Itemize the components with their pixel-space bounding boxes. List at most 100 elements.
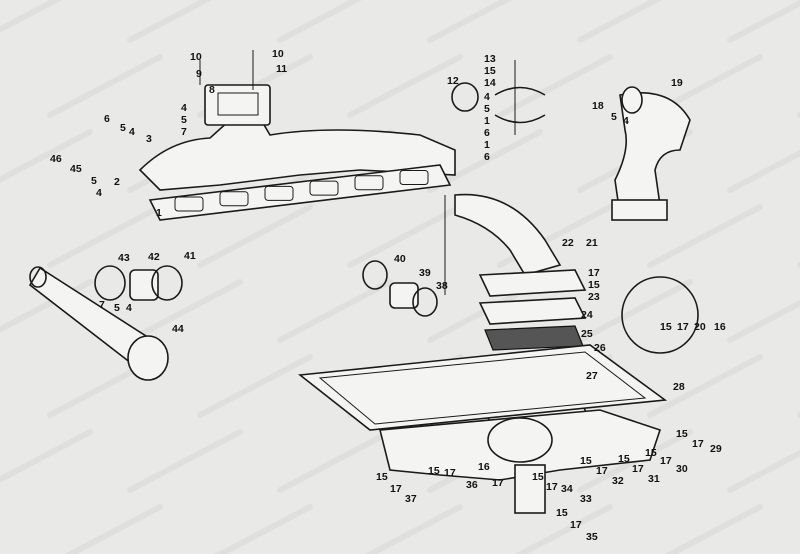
part-number-label: 40 <box>394 253 406 265</box>
watermark-stroke <box>0 429 93 483</box>
part-number-label: 4 <box>96 187 102 199</box>
part-number-label: 4 <box>126 302 132 314</box>
watermark-stroke <box>727 299 800 343</box>
part-number-label: 44 <box>172 323 184 335</box>
part-number-label: 29 <box>710 443 722 455</box>
part-number-label: 17 <box>596 465 608 477</box>
watermark-stroke <box>364 504 463 554</box>
part-number-label: 17 <box>692 438 704 450</box>
watermark-stroke <box>0 0 63 33</box>
part-number-label: 37 <box>405 493 417 505</box>
part-number-label: 22 <box>562 237 574 249</box>
gasket-port <box>264 185 294 201</box>
gasket-port <box>174 196 204 212</box>
watermark-stroke <box>277 279 393 343</box>
watermark-stroke <box>577 279 693 343</box>
part-number-label: 42 <box>148 251 160 263</box>
part-number-label: 45 <box>70 163 82 175</box>
part-number-label: 17 <box>390 483 402 495</box>
part-number-label: 8 <box>209 84 215 96</box>
hose <box>389 282 419 309</box>
part-number-label: 11 <box>276 63 287 75</box>
exhaust-elbow <box>614 92 691 216</box>
part-number-label: 1 <box>484 115 490 127</box>
watermark-stroke <box>427 0 513 43</box>
part-number-label: 43 <box>118 252 130 264</box>
part-number-label: 6 <box>484 151 490 163</box>
part-number-label: 30 <box>676 463 688 475</box>
part-number-label: 15 <box>645 447 657 459</box>
part-number-label: 5 <box>484 103 490 115</box>
watermark-stroke <box>277 429 393 493</box>
part-number-label: 15 <box>618 453 630 465</box>
part-number-label: 16 <box>714 321 726 333</box>
part-number-label: 17 <box>546 481 558 493</box>
hose-clamp <box>412 287 438 317</box>
part-number-label: 10 <box>190 51 202 63</box>
hose-clamp <box>151 265 183 301</box>
part-number-label: 27 <box>586 370 598 382</box>
part-number-label: 36 <box>466 479 478 491</box>
watermark-stroke <box>347 204 463 268</box>
part-number-label: 17 <box>677 321 689 333</box>
part-number-label: 5 <box>91 175 97 187</box>
elbow-flange <box>621 86 643 114</box>
watermark-stroke <box>197 204 313 268</box>
watermark-stroke <box>0 129 93 183</box>
part-number-label: 15 <box>588 279 600 291</box>
gasket-port <box>354 175 384 191</box>
watermark-stroke <box>47 204 163 268</box>
part-number-label: 39 <box>419 267 431 279</box>
part-number-label: 20 <box>694 321 706 333</box>
part-number-label: 17 <box>632 463 644 475</box>
hose-clamp <box>94 265 126 301</box>
watermark-stroke <box>727 449 800 493</box>
watermark-stroke <box>727 149 800 193</box>
pipe-clamp <box>494 86 546 124</box>
part-number-label: 38 <box>436 280 448 292</box>
watermark-stroke <box>664 504 763 554</box>
part-number-label: 15 <box>484 65 496 77</box>
part-number-label: 7 <box>181 126 187 138</box>
watermark-stroke <box>197 354 313 418</box>
part-number-label: 33 <box>580 493 592 505</box>
part-number-label: 15 <box>660 321 672 333</box>
watermark-stroke <box>127 279 243 343</box>
hose-clamp <box>362 260 388 290</box>
part-number-label: 34 <box>561 483 573 495</box>
part-number-label: 17 <box>588 267 600 279</box>
part-number-label: 12 <box>447 75 459 87</box>
part-number-label: 15 <box>376 471 388 483</box>
long-gasket <box>297 344 668 431</box>
part-number-label: 15 <box>580 455 592 467</box>
part-number-label: 15 <box>556 507 568 519</box>
exhaust-manifold-upper <box>138 84 456 191</box>
part-number-label: 4 <box>129 126 135 138</box>
watermark-stroke <box>214 504 313 554</box>
part-number-label: 35 <box>586 531 598 543</box>
part-number-label: 15 <box>428 465 440 477</box>
elbow-base-flange <box>611 199 668 221</box>
detail-callout <box>621 276 699 354</box>
part-number-label: 32 <box>612 475 624 487</box>
watermark-stroke <box>647 354 763 418</box>
part-number-label: 15 <box>676 428 688 440</box>
part-number-label: 3 <box>146 133 152 145</box>
air-tube <box>28 266 169 381</box>
part-number-label: 9 <box>196 68 202 80</box>
part-number-label: 25 <box>581 328 593 340</box>
part-number-label: 4 <box>623 115 629 127</box>
part-number-label: 4 <box>484 91 490 103</box>
part-number-label: 17 <box>444 467 456 479</box>
part-number-label: 2 <box>114 176 120 188</box>
part-number-label: 4 <box>181 102 187 114</box>
part-number-label: 18 <box>592 100 604 112</box>
part-number-label: 31 <box>648 473 660 485</box>
part-number-label: 17 <box>660 455 672 467</box>
manifold-chamber <box>487 417 553 463</box>
part-number-label: 14 <box>484 77 496 89</box>
part-number-label: 1 <box>156 207 162 219</box>
gasket-port <box>309 180 339 196</box>
